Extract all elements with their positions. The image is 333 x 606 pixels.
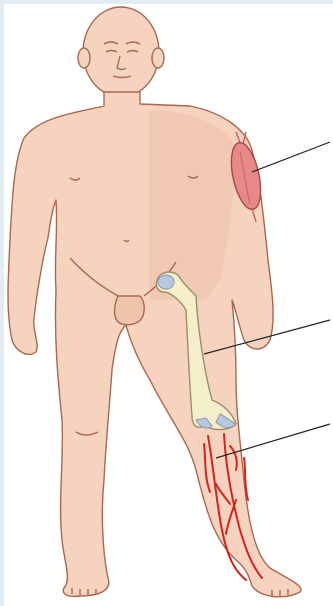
genitals: [115, 296, 145, 325]
callout-line-muscle: [252, 142, 330, 172]
human-body: [8, 7, 301, 597]
right-ear: [152, 48, 164, 68]
left-ear: [78, 48, 90, 68]
femur-head: [158, 275, 174, 289]
head: [83, 7, 159, 97]
torso-shading: [150, 110, 234, 300]
